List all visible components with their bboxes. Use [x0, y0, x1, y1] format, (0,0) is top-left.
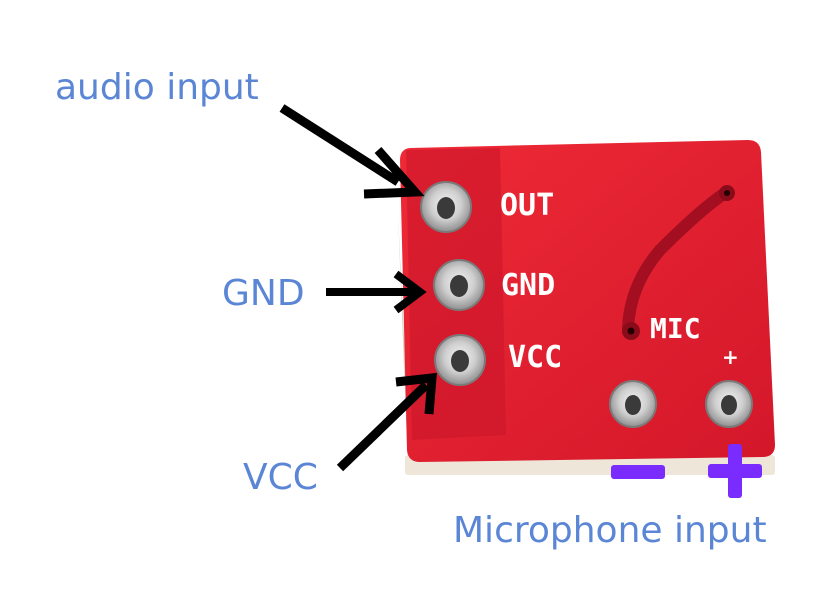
silk-out: OUT: [500, 188, 554, 223]
mic-via-hole: [724, 190, 730, 196]
arrow-audio-input: [279, 104, 425, 199]
pad-mic-minus: [609, 380, 657, 428]
silk-mic-plus: +: [722, 345, 739, 369]
pad-vcc: [434, 334, 486, 386]
silk-gnd: GND: [501, 268, 555, 303]
mic-via-2-hole: [627, 327, 635, 335]
label-gnd: GND: [222, 273, 305, 314]
arrow-gnd: [326, 270, 427, 314]
label-microphone-input: Microphone input: [453, 510, 767, 551]
silk-vcc: VCC: [508, 340, 562, 375]
minus-mark: [611, 465, 665, 479]
plus-mark: [708, 444, 762, 498]
arrow-vcc: [336, 372, 437, 472]
pcb-trace: [622, 187, 731, 334]
pad-gnd: [433, 259, 485, 311]
pad-mic-plus: [705, 380, 753, 428]
label-vcc: VCC: [243, 457, 318, 498]
pad-out: [420, 181, 472, 233]
label-audio-input: audio input: [55, 67, 259, 108]
silk-mic: MIC: [650, 312, 701, 345]
